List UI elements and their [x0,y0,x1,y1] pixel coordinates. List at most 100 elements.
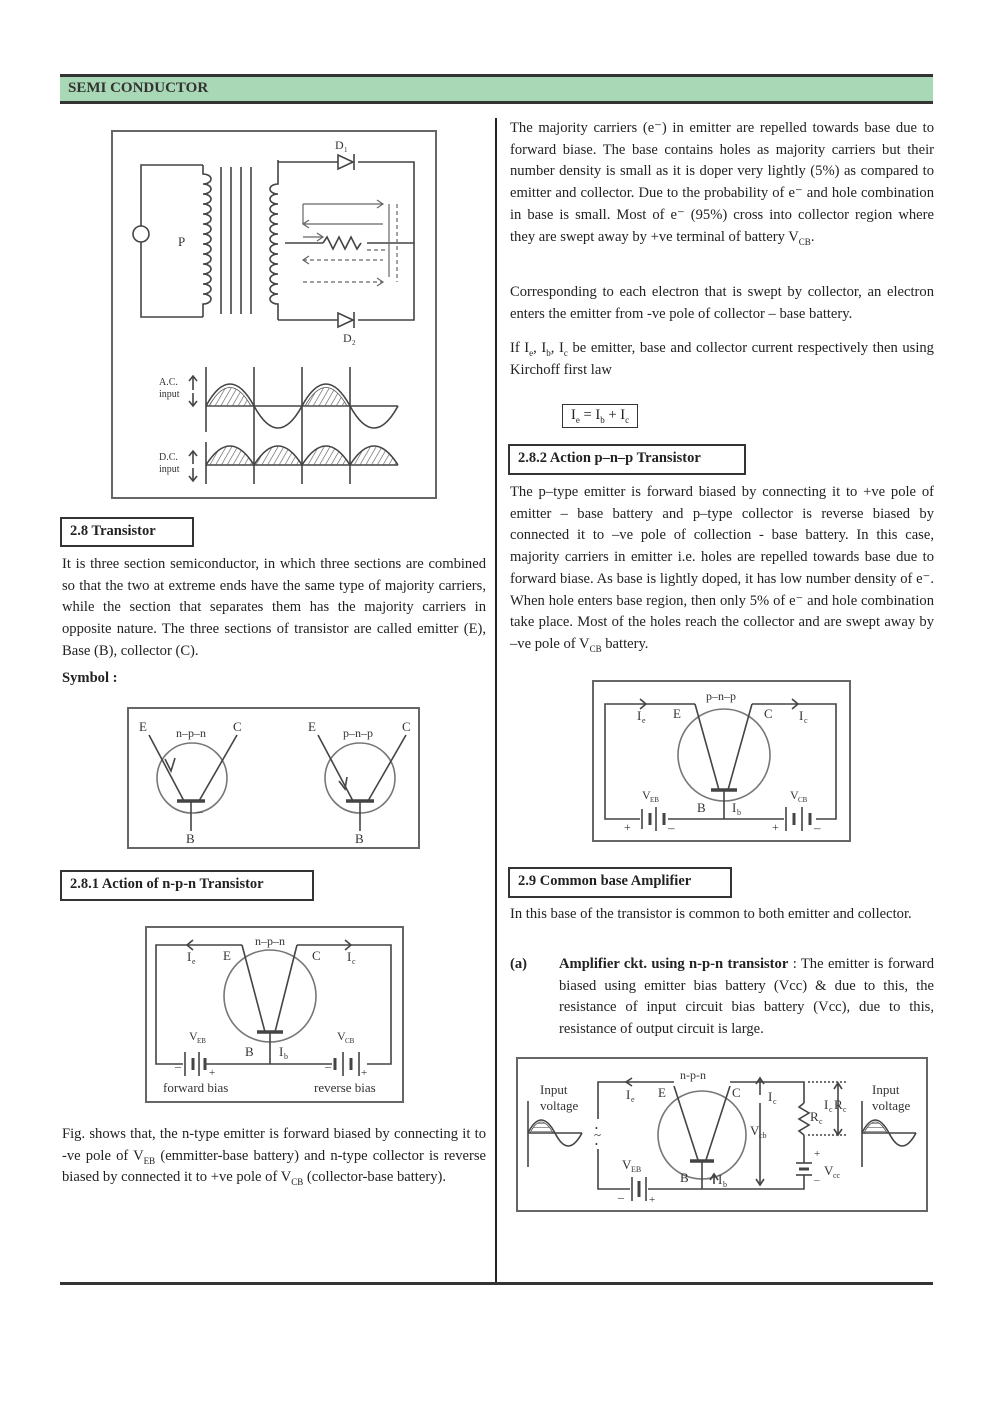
svg-text:–: – [617,1190,625,1204]
svg-text:•: • [595,1124,598,1133]
svg-text:CB: CB [798,796,808,804]
full-wave-rectifier-figure: D 1 D 2 P A.C. input D.C. [111,130,437,499]
primary-wire [140,164,203,318]
svg-text:I: I [732,800,736,815]
svg-text:CB: CB [345,1037,355,1045]
section-2-8-body: It is three section semiconductor, in wh… [62,556,486,659]
ac-waveform: A.C. input [159,367,399,484]
svg-text:I: I [824,1097,828,1112]
majority-carriers-paragraph: The majority carriers (e⁻) in emitter ar… [510,120,934,247]
svg-text:input: input [159,389,180,400]
d2-label: D [343,331,352,345]
svg-text:B: B [680,1170,689,1185]
svg-text:cb: cb [759,1131,767,1140]
rc-resistor-icon [797,1102,811,1136]
svg-text:n–p–n: n–p–n [255,934,285,948]
svg-text:C: C [764,706,773,721]
item-a-text: Amplifier ckt. using n-p-n transistor : … [559,956,934,1038]
svg-text:–: – [813,820,821,835]
svg-text:C: C [402,719,411,734]
svg-text:Input: Input [540,1082,568,1097]
svg-text:–: – [667,820,675,835]
electron-enters-paragraph: Corresponding to each electron that is s… [510,284,934,322]
svg-text:I: I [347,949,351,964]
svg-text:B: B [355,831,364,846]
svg-text:e: e [631,1095,635,1104]
svg-text:b: b [284,1052,288,1061]
svg-text:p–n–p: p–n–p [706,689,736,703]
svg-text:I: I [718,1172,722,1187]
svg-text:c: c [352,957,356,966]
svg-text:c: c [829,1105,833,1114]
svg-text:–: – [196,804,204,818]
svg-text:C: C [312,948,321,963]
svg-text:V: V [642,788,651,802]
pnp-emitter-arrow-icon [338,776,348,791]
svg-text:D.C.: D.C. [159,452,178,463]
svg-text:e: e [642,716,646,725]
ac-source-icon [132,225,150,243]
svg-text:R: R [834,1097,843,1112]
svg-text:I: I [279,1044,283,1059]
section-2-8-heading: 2.8 Transistor [60,517,194,547]
svg-text:V: V [189,1029,198,1043]
section-2-8-2-heading: 2.8.2 Action p–n–p Transistor [508,444,746,475]
svg-text:c: c [804,716,808,725]
svg-text:E: E [139,719,147,734]
svg-text:~: ~ [594,1127,601,1142]
svg-text:b: b [737,808,741,817]
svg-text:EB: EB [631,1165,641,1174]
svg-text:b: b [723,1180,727,1189]
svg-text:R: R [810,1109,819,1124]
svg-text:EB: EB [650,796,659,804]
footer-line [60,1282,933,1285]
svg-text:E: E [658,1085,666,1100]
svg-text:cc: cc [833,1171,841,1180]
svg-text:E: E [223,948,231,963]
section-2-8-1-body: Fig. shows that, the n-type emitter is f… [62,1126,486,1188]
pnp-label: p–n–p [343,726,373,740]
dc-waveform: D.C. input [159,442,399,484]
pnp-action-figure: p–n–p I e E C I c V EB V CB B I b + – + … [592,680,851,842]
svg-text:I: I [637,708,641,723]
npn-symbol-circle [156,742,228,814]
svg-text:V: V [790,788,799,802]
kirchoff-paragraph: If Ie, Ib, Ic be emitter, base and colle… [510,340,934,378]
svg-text:A.C.: A.C. [159,377,178,388]
section-2-8-2-body: The p–type emitter is forward biased by … [510,484,934,654]
svg-text:Input: Input [872,1082,900,1097]
item-a-label: (a) [510,956,528,972]
svg-text:V: V [337,1029,346,1043]
svg-text:c: c [773,1097,777,1106]
svg-text:EB: EB [197,1037,206,1045]
d1-label: D [335,138,344,152]
svg-text:e: e [192,957,196,966]
header-title: SEMI CONDUCTOR [68,80,209,96]
svg-text:E: E [673,706,681,721]
svg-text:V: V [622,1157,632,1172]
diode-d2-icon [337,311,355,329]
section-2-9-heading: 2.9 Common base Amplifier [508,867,732,898]
svg-text:I: I [626,1087,630,1102]
svg-text:V: V [750,1123,760,1138]
symbol-label: Symbol : [62,670,118,686]
svg-text:+: + [361,1067,367,1079]
svg-text:+: + [649,1194,655,1206]
svg-text:voltage: voltage [872,1098,910,1113]
svg-text:–: – [324,1059,332,1073]
npn-emitter-arrow-icon [164,757,176,774]
svg-text:+: + [209,1067,215,1079]
column-divider [495,118,497,1283]
diode-d1-icon [337,153,355,171]
svg-text:C: C [732,1085,741,1100]
svg-text:–: – [813,1174,820,1186]
common-base-amplifier-figure: Input voltage Input voltage [516,1057,928,1212]
svg-text:V: V [824,1163,834,1178]
svg-text:1: 1 [344,146,348,154]
transistor-symbols-figure: – E n–p–n C B E p–n–p C B [127,707,420,849]
header-bar: SEMI CONDUCTOR [60,74,933,104]
section-2-8-1-heading: 2.8.1 Action of n-p-n Transistor [60,870,314,901]
load-resistor-icon [322,235,362,251]
svg-text:n-p-n: n-p-n [680,1068,706,1082]
svg-text:+: + [624,820,631,834]
